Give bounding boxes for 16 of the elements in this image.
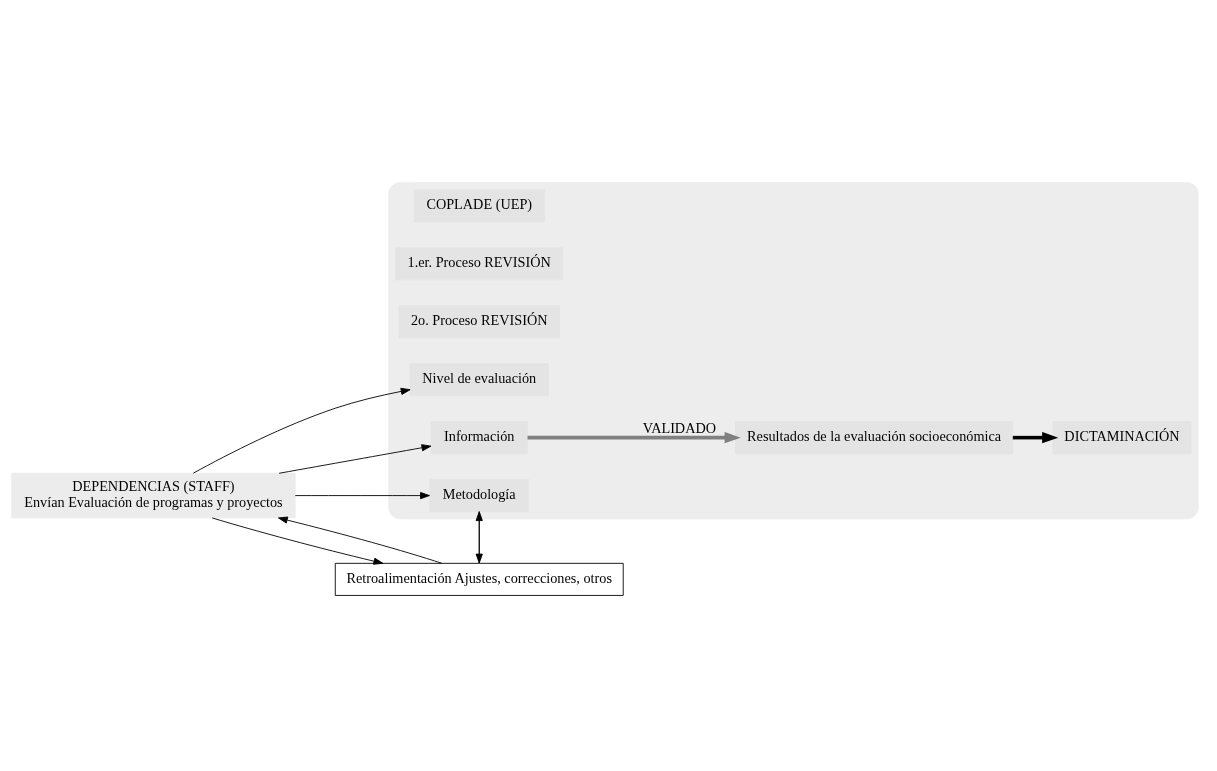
node-box: Metodología <box>429 479 530 513</box>
arrow <box>294 492 430 500</box>
node-box: Información <box>430 421 528 455</box>
arrow <box>278 516 443 564</box>
edge-label: VALIDADO <box>642 420 717 437</box>
arrow <box>278 444 432 474</box>
node-box: DICTAMINACIÓN <box>1052 421 1192 455</box>
arrow <box>475 511 483 564</box>
node-box: Retroalimentación Ajustes, correcciones, otros <box>334 562 624 596</box>
arrow <box>527 432 741 444</box>
arrow <box>1012 432 1059 444</box>
node-box: DEPENDENCIAS (STAFF) Envían Evaluación de programas y proyectos <box>11 472 296 519</box>
node-box: Nivel de evaluación <box>409 363 549 397</box>
arrow <box>211 517 384 565</box>
node-box: Resultados de la evaluación socioeconómica <box>735 421 1014 455</box>
arrow <box>192 387 411 474</box>
